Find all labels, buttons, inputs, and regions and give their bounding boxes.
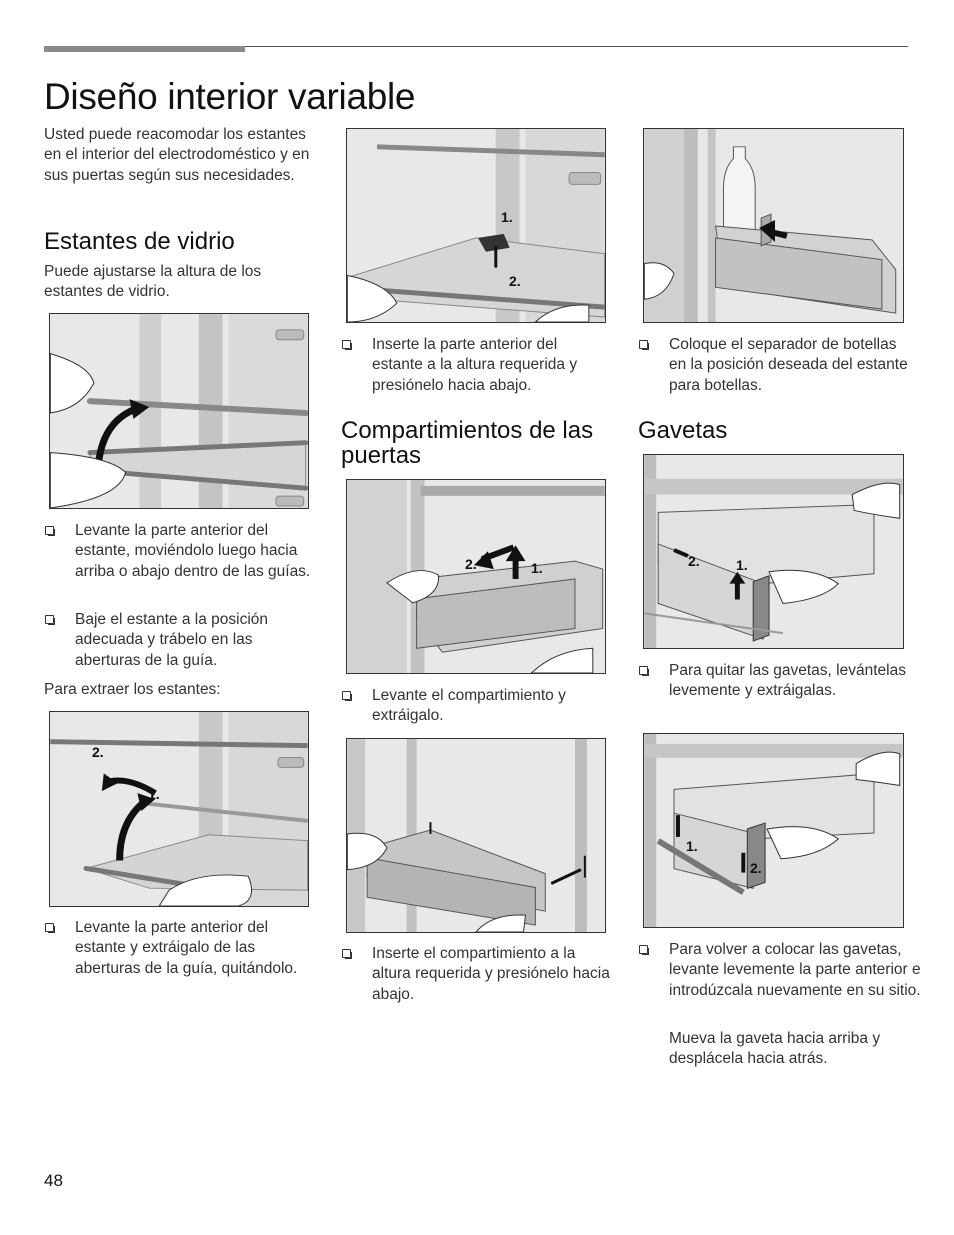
figure-compartment-remove: 2. 1. xyxy=(346,479,606,674)
figure-shelf-adjust xyxy=(49,313,309,509)
header-accent-bar xyxy=(44,46,245,52)
extract-shelves-text: Para extraer los estantes: xyxy=(44,681,221,698)
heading-drawers: Gavetas xyxy=(638,417,728,444)
figure-drawer-insert: 1. 2. xyxy=(643,733,904,928)
bullet-text: Baje el estante a la posición adecuada y… xyxy=(75,611,269,669)
checkbox-bullet-icon xyxy=(639,340,649,350)
bullet-text: Inserte el compartimiento a la altura re… xyxy=(372,945,610,1003)
step-label: 1. xyxy=(736,557,748,573)
bullet-text: Para quitar las gavetas, levántelas leve… xyxy=(669,662,906,700)
step-label: 1. xyxy=(686,838,698,854)
bullet-text: Coloque el separador de botellas en la p… xyxy=(669,336,908,394)
step-label: 2. xyxy=(92,744,104,760)
figure-compartment-insert xyxy=(346,738,606,933)
shelf-remove-illustration xyxy=(50,712,308,906)
figure-drawer-remove: 2. 1. xyxy=(643,454,904,649)
heading-glass-shelves: Estantes de vidrio xyxy=(44,228,235,255)
checkbox-bullet-icon xyxy=(342,949,352,959)
bullet-text: Inserte la parte anterior del estante a … xyxy=(372,336,578,394)
bullet-insert-drawer: Para volver a colocar las gavetas, levan… xyxy=(638,940,929,1001)
bullet-lower-shelf: Baje el estante a la posición adecuada y… xyxy=(44,610,317,671)
drawer-move-note: Mueva la gaveta hacia arriba y desplácel… xyxy=(669,1030,881,1068)
bullet-text: Para volver a colocar las gavetas, levan… xyxy=(669,941,921,999)
shelf-insert-illustration xyxy=(347,129,605,322)
checkbox-bullet-icon xyxy=(342,691,352,701)
bullet-text: Levante el compartimiento y extráigalo. xyxy=(372,687,566,725)
step-label: 2. xyxy=(688,553,700,569)
step-label: 1. xyxy=(148,786,160,802)
checkbox-bullet-icon xyxy=(342,340,352,350)
figure-bottle-separator xyxy=(643,128,904,323)
figure-shelf-remove: 2. 1. xyxy=(49,711,309,907)
shelf-adjust-illustration xyxy=(50,314,308,508)
heading-door-compartments: Compartimientos de las puertas xyxy=(341,417,594,469)
header-rule xyxy=(44,46,908,47)
bullet-lift-shelf: Levante la parte anterior del estante, m… xyxy=(44,521,317,582)
step-label: 2. xyxy=(750,860,762,876)
bullet-insert-shelf: Inserte la parte anterior del estante a … xyxy=(341,335,612,396)
step-label: 1. xyxy=(501,209,513,225)
bullet-text: Levante la parte anterior del estante, m… xyxy=(75,522,311,580)
glass-shelves-subtext: Puede ajustarse la altura de los estante… xyxy=(44,263,262,301)
bullet-bottle-separator: Coloque el separador de botellas en la p… xyxy=(638,335,913,396)
step-label: 2. xyxy=(509,273,521,289)
drawer-remove-illustration xyxy=(644,455,903,648)
bullet-remove-drawer: Para quitar las gavetas, levántelas leve… xyxy=(638,661,913,702)
intro-text: Usted puede reacomodar los estantes en e… xyxy=(44,126,310,184)
page-number: 48 xyxy=(44,1171,63,1190)
compartment-insert-illustration xyxy=(347,739,605,932)
step-label: 2. xyxy=(465,556,477,572)
checkbox-bullet-icon xyxy=(639,666,649,676)
drawer-insert-illustration xyxy=(644,734,903,927)
bullet-text: Levante la parte anterior del estante y … xyxy=(75,919,298,977)
compartment-remove-illustration xyxy=(347,480,605,673)
bullet-lift-compartment: Levante el compartimiento y extráigalo. xyxy=(341,686,612,727)
step-label: 1. xyxy=(531,560,543,576)
checkbox-bullet-icon xyxy=(639,945,649,955)
bottle-separator-illustration xyxy=(644,129,903,322)
checkbox-bullet-icon xyxy=(45,923,55,933)
bullet-remove-shelf: Levante la parte anterior del estante y … xyxy=(44,918,317,979)
checkbox-bullet-icon xyxy=(45,615,55,625)
page-title: Diseño interior variable xyxy=(44,76,416,117)
figure-shelf-insert: 1. 2. xyxy=(346,128,606,323)
checkbox-bullet-icon xyxy=(45,526,55,536)
bullet-insert-compartment: Inserte el compartimiento a la altura re… xyxy=(341,944,612,1005)
